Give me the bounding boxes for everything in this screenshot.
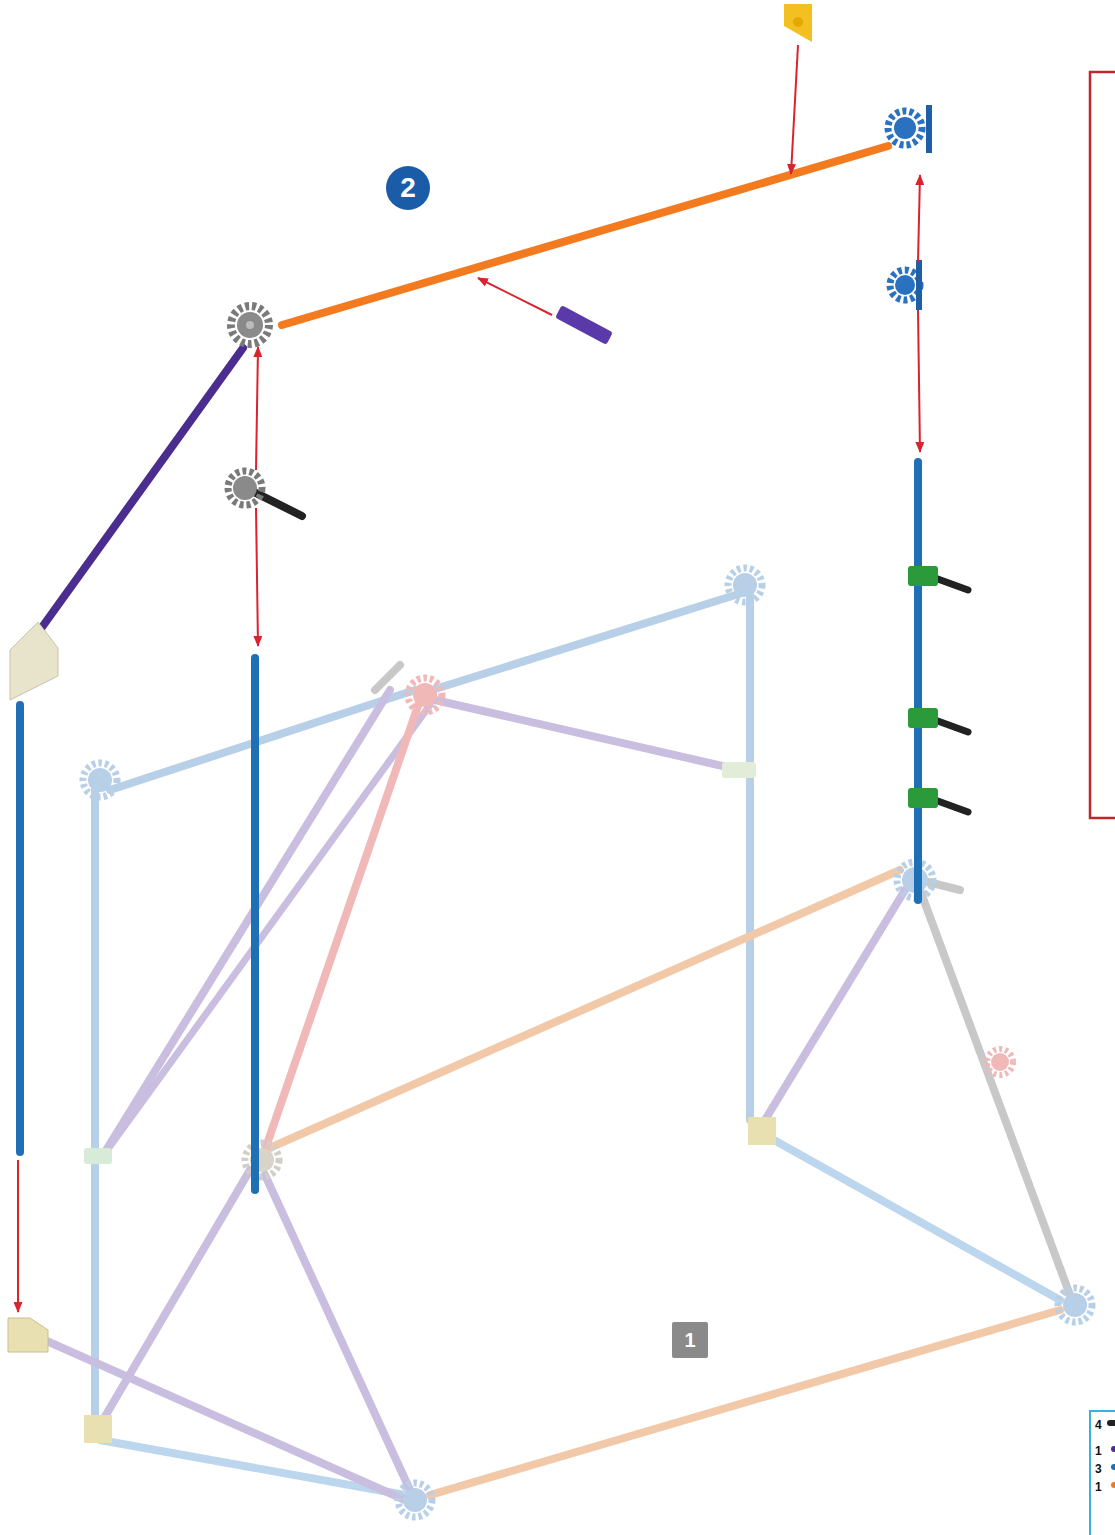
assembly-arrows	[18, 45, 920, 1312]
callout-number: 1	[684, 1330, 695, 1350]
base-connectors	[83, 568, 1092, 1517]
part-count: 3	[1095, 1461, 1102, 1477]
part-count: 1	[1095, 1443, 1102, 1459]
parts-icons	[1110, 1423, 1115, 1485]
part-count: 1	[1095, 1479, 1102, 1495]
step-number: 2	[386, 166, 430, 210]
subassembly-number: 1	[672, 1322, 708, 1358]
note-panel	[1090, 72, 1115, 818]
callout-number: 2	[400, 174, 416, 202]
part-count: 4	[1095, 1417, 1102, 1433]
new-connectors	[8, 4, 968, 1352]
new-rods	[20, 146, 918, 1190]
parts-list-box: 4 1 3 1	[1089, 1410, 1115, 1535]
